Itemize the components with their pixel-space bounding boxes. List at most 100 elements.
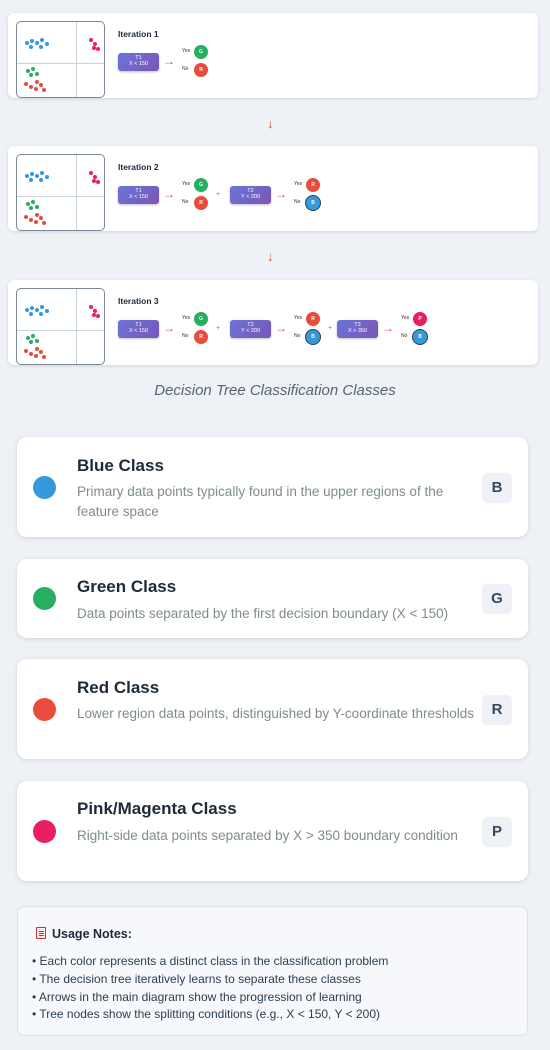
- data-point: [35, 174, 39, 178]
- data-point: [34, 87, 38, 91]
- tree-name: T2: [247, 322, 254, 328]
- tree-name: T1: [135, 188, 142, 194]
- data-point: [40, 38, 44, 42]
- data-point: [45, 175, 49, 179]
- plus-sign: +: [216, 191, 221, 198]
- yes-label: Yes: [182, 315, 191, 321]
- class-name: Pink/Magenta Class: [77, 799, 237, 818]
- data-point: [39, 216, 43, 220]
- red-class-circle: [33, 698, 56, 721]
- usage-notes: Usage Notes: Each color represents a dis…: [17, 906, 528, 1036]
- arrow-icon: →: [163, 54, 175, 68]
- scatter-thumbnail: [16, 21, 105, 98]
- arrow-icon: →: [163, 321, 175, 335]
- boundary-line: [76, 22, 77, 97]
- data-point: [31, 334, 35, 338]
- data-point: [42, 88, 46, 92]
- leaf-yes: G: [194, 312, 208, 326]
- data-point: [92, 46, 96, 50]
- class-description: Data points separated by the first decis…: [77, 606, 449, 621]
- scatter-thumbnail: [16, 154, 105, 231]
- iteration-title: Iteration 3: [118, 296, 159, 306]
- data-point: [25, 174, 29, 178]
- note-item: The decision tree iteratively learns to …: [32, 971, 388, 989]
- yes-label: Yes: [294, 315, 303, 321]
- data-point: [25, 308, 29, 312]
- yes-label: Yes: [182, 48, 191, 54]
- no-label: No: [182, 333, 189, 339]
- data-point: [96, 314, 100, 318]
- data-point: [92, 179, 96, 183]
- leaf-no: B: [306, 330, 320, 344]
- green-class-circle: [33, 587, 56, 610]
- data-point: [34, 354, 38, 358]
- tree-name: T2: [247, 188, 254, 194]
- leaf-no: B: [413, 330, 427, 344]
- leaf-no: B: [306, 196, 320, 210]
- boundary-line: [17, 63, 104, 64]
- iteration-title: Iteration 2: [118, 162, 159, 172]
- data-point: [29, 340, 33, 344]
- down-arrow-icon: ↓: [267, 116, 274, 131]
- clipboard-icon: [36, 927, 46, 939]
- data-point: [29, 218, 33, 222]
- data-point: [35, 308, 39, 312]
- tree-condition: X < 150: [128, 328, 149, 335]
- tree-condition: X < 150: [128, 61, 149, 68]
- note-item: Tree nodes show the splitting conditions…: [32, 1006, 388, 1024]
- yes-label: Yes: [182, 181, 191, 187]
- class-card-red: Red Class Lower region data points, dist…: [17, 659, 528, 759]
- data-point: [45, 42, 49, 46]
- data-point: [31, 67, 35, 71]
- data-point: [39, 45, 43, 49]
- iteration-title: Iteration 1: [118, 29, 159, 39]
- notes-list: Each color represents a distinct class i…: [32, 953, 389, 1024]
- data-point: [29, 85, 33, 89]
- class-badge: B: [482, 473, 512, 503]
- class-badge: P: [482, 817, 512, 847]
- data-point: [96, 180, 100, 184]
- data-point: [24, 82, 28, 86]
- leaf-yes: R: [306, 312, 320, 326]
- data-point: [40, 305, 44, 309]
- tree-name: T3: [354, 322, 361, 328]
- data-point: [24, 215, 28, 219]
- class-name: Green Class: [77, 577, 177, 596]
- data-point: [30, 172, 34, 176]
- note-item: Arrows in the main diagram show the prog…: [32, 989, 388, 1007]
- boundary-line: [17, 330, 104, 331]
- data-point: [93, 309, 97, 313]
- data-point: [29, 73, 33, 77]
- arrow-icon: →: [382, 321, 394, 335]
- data-point: [39, 178, 43, 182]
- blue-class-circle: [33, 476, 56, 499]
- data-point: [31, 200, 35, 204]
- data-point: [29, 352, 33, 356]
- leaf-yes: P: [413, 312, 427, 326]
- class-description: Lower region data points, distinguished …: [77, 706, 475, 721]
- plus-sign: +: [328, 325, 333, 332]
- data-point: [39, 83, 43, 87]
- pink-class-circle: [33, 820, 56, 843]
- data-point: [39, 350, 43, 354]
- class-description: Primary data points typically found in t…: [77, 484, 444, 520]
- class-badge: G: [482, 584, 512, 614]
- data-point: [40, 171, 44, 175]
- data-point: [29, 206, 33, 210]
- data-point: [35, 205, 39, 209]
- data-point: [34, 220, 38, 224]
- data-point: [24, 349, 28, 353]
- data-point: [35, 72, 39, 76]
- tree-condition: Y < 200: [240, 328, 260, 335]
- data-point: [89, 305, 93, 309]
- leaf-yes: G: [194, 178, 208, 192]
- class-card-green: Green Class Data points separated by the…: [17, 559, 528, 638]
- leaf-yes: R: [306, 178, 320, 192]
